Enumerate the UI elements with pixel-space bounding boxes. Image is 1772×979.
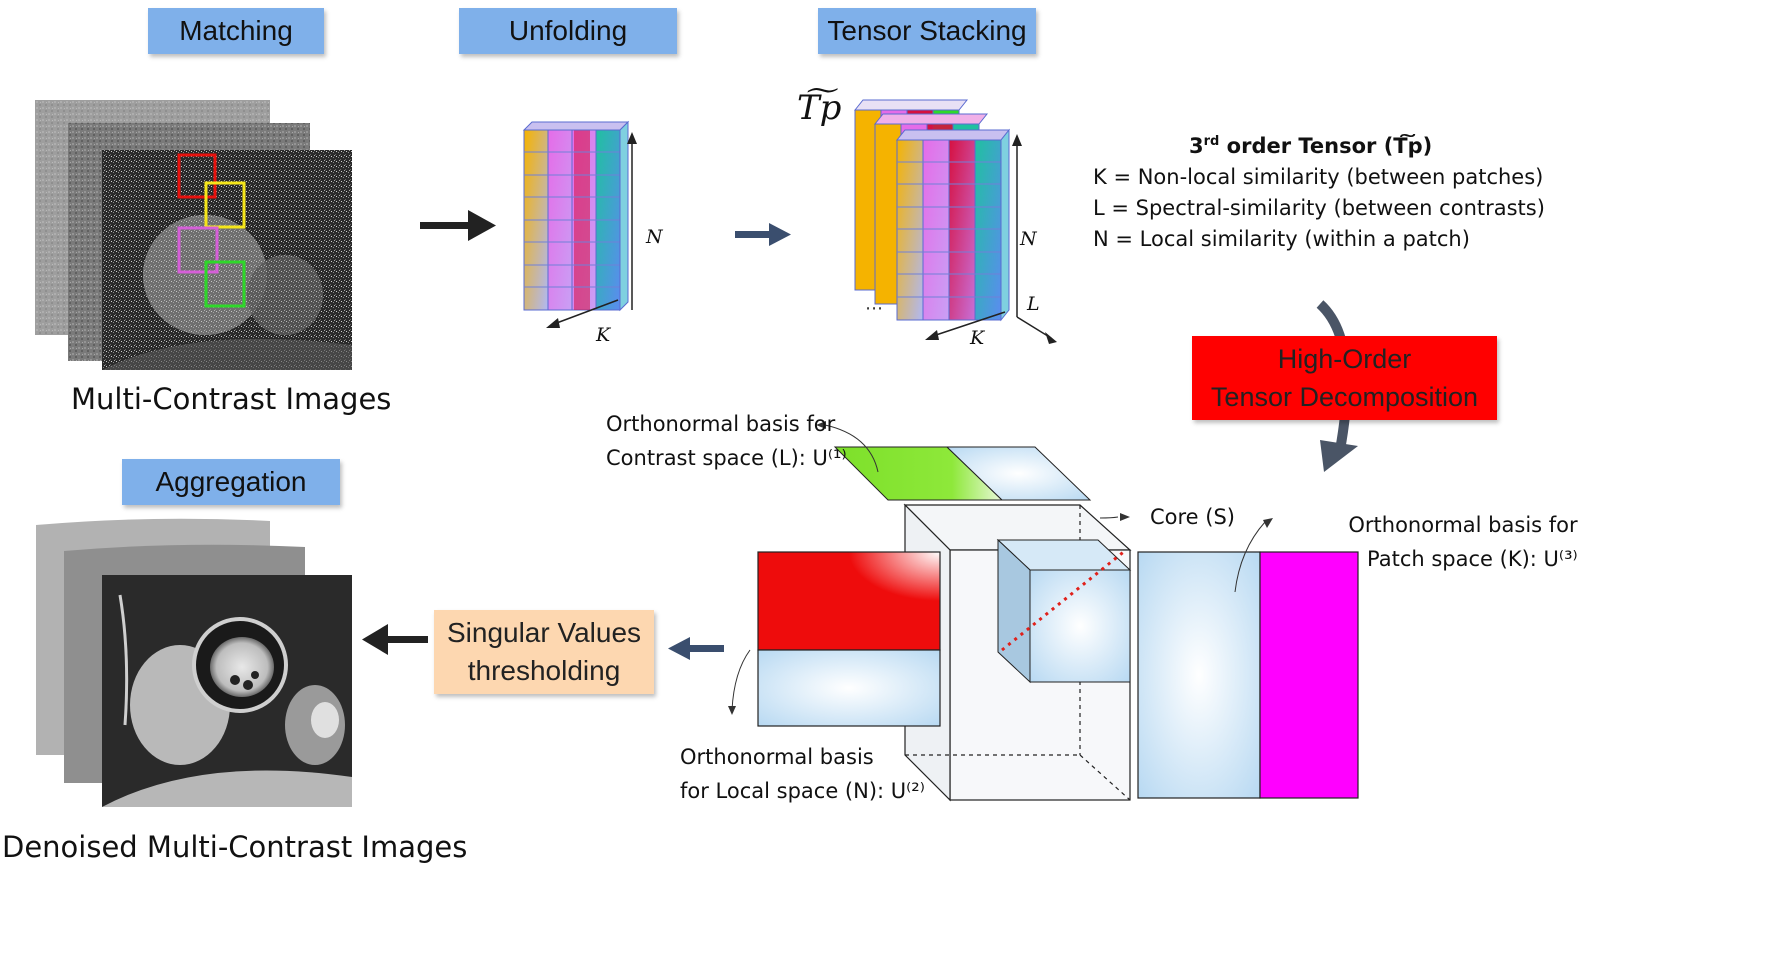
basis-u2-local: [757, 551, 941, 727]
svt-line2: thresholding: [467, 655, 621, 686]
patch-box-yellow: [204, 181, 246, 229]
stage-label-unfolding: Unfolding: [459, 8, 677, 54]
tensor-slice-front: [895, 128, 1011, 322]
stage-label-tensor-stacking: Tensor Stacking: [818, 8, 1036, 54]
decomposition-line1: High-Order: [1277, 344, 1412, 374]
core-tensor: [996, 538, 1132, 684]
tensor-stack: ⋯: [853, 99, 1057, 344]
tensor-info-k: K = Non-local similarity (between patche…: [1093, 165, 1544, 189]
arrow-left-icon: [362, 624, 428, 655]
unfold-axis-k-label: K: [596, 324, 611, 346]
tensor-axis-l-label: L: [1027, 293, 1040, 315]
basis-u3-patch: [1137, 551, 1359, 799]
decomposition-line2: Tensor Decomposition: [1210, 382, 1479, 412]
axis-k-line: [553, 299, 619, 325]
arrow-left-small-icon: [668, 637, 724, 660]
output-image-stack: [36, 518, 352, 807]
tensor-info-l: L = Spectral-similarity (between contras…: [1093, 196, 1545, 220]
core-diagonal: [1001, 548, 1127, 652]
basis-u1-contrast: [833, 446, 1092, 501]
input-image-stack: [35, 100, 352, 370]
pointer-arrows: [731, 424, 1266, 711]
patch-box-magenta: [177, 226, 219, 274]
patch-box-green: [204, 260, 246, 308]
tensor-info-title: 3rd order Tensor (T͠p): [1189, 134, 1433, 158]
arrow-right-small-icon: [735, 223, 791, 246]
tensor-info-block: 3rd order Tensor (T͠p) K = Non-local sim…: [1093, 126, 1545, 255]
contrast-basis-label: Orthonormal basis for Contrast space (L)…: [606, 412, 847, 470]
tensor-axis-k-label: K: [970, 327, 985, 349]
tensor-axis-n-label: N: [1020, 228, 1037, 250]
patch-basis-label: Orthonormal basis for Patch space (K): U…: [1348, 513, 1578, 571]
local-basis-label: Orthonormal basis for Local space (N): U…: [680, 745, 925, 803]
unfold-axis-n-label: N: [646, 226, 663, 248]
tensor-axis-k-line: [932, 311, 1006, 337]
matrix-columns: [522, 120, 630, 312]
svt-box: Singular Values thresholding: [434, 610, 654, 694]
tensor-decomposition-box: High-Order Tensor Decomposition: [1192, 336, 1497, 420]
tucker-diagram: [728, 421, 1359, 802]
stage-label-matching: Matching: [148, 8, 324, 54]
core-label: Core (S): [1150, 505, 1235, 529]
unfolded-matrix: [522, 120, 637, 328]
svt-line1: Singular Values: [446, 617, 642, 648]
patch-box-red: [177, 153, 217, 199]
tensor-info-n: N = Local similarity (within a patch): [1093, 227, 1470, 251]
tensor-symbol: T͠p: [797, 88, 842, 128]
svg-text:⋯: ⋯: [865, 298, 883, 319]
stage-label-aggregation: Aggregation: [122, 459, 340, 505]
tensor-axis-l-line: [1016, 316, 1052, 339]
output-images-caption: Denoised Multi-Contrast Images: [2, 830, 468, 864]
input-images-caption: Multi-Contrast Images: [71, 382, 392, 416]
arrow-right-icon: [420, 210, 496, 241]
